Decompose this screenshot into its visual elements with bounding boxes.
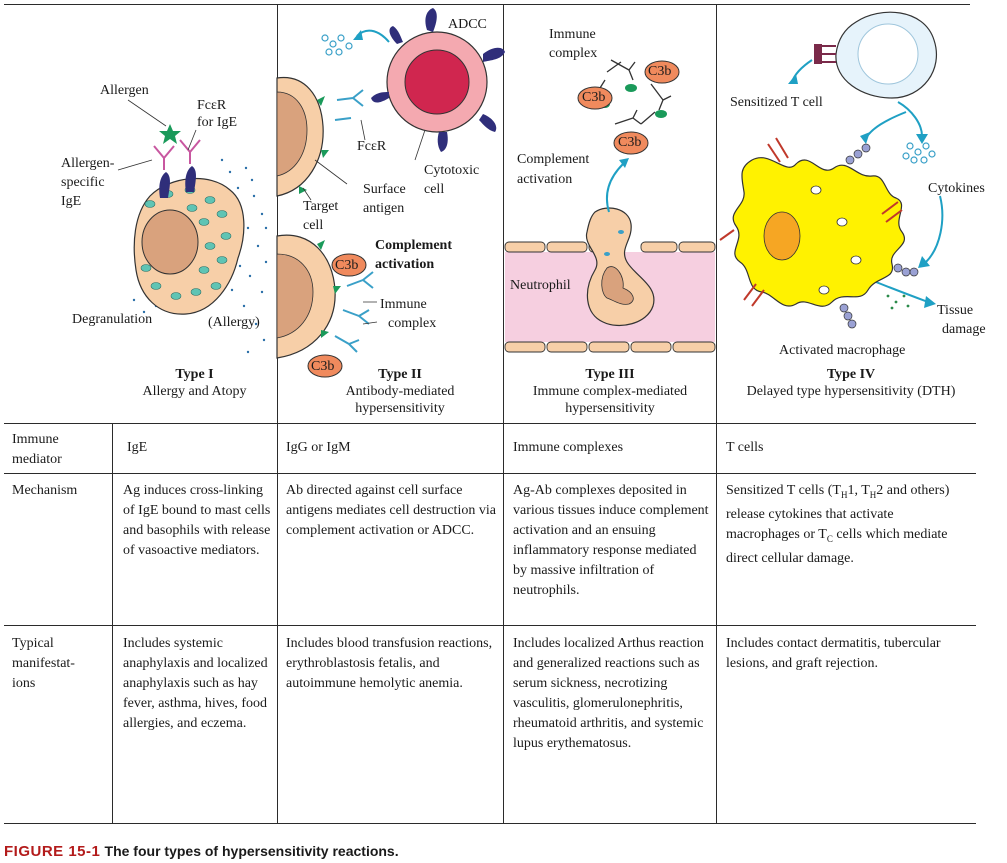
panel-iii-subtitle-2: hypersensitivity (565, 401, 655, 416)
label-surface-1: Surface (363, 182, 406, 197)
cell-mediator-type-iii: Immune complexes (513, 440, 624, 455)
cell-mechanism-type-i: Ag induces cross-linking of IgE bound to… (123, 483, 271, 558)
panel-iii-type: Type III (585, 367, 635, 382)
panel-ii-type: Type II (378, 367, 422, 382)
label-specific-2: specific (61, 175, 105, 190)
label-target-1: Target (303, 199, 339, 214)
label-fcer-2: FcεR (357, 139, 387, 154)
col-divider-3 (716, 4, 717, 824)
cell-manifestations-type-ii: Includes blood transfusion reactions, er… (286, 636, 493, 691)
label-cytotoxic-1: Cytotoxic (424, 163, 480, 178)
row-header-mechanism: Mechanism (12, 483, 78, 498)
mast-cell-illustration (117, 99, 268, 354)
antibody-mediated-illustration (276, 8, 505, 378)
label-immune-1: Immune (380, 297, 427, 312)
row-header-typical-manifestations: Typical manifestat- ions (12, 634, 108, 694)
label-surface-2: antigen (363, 201, 405, 216)
label-target-2: cell (303, 218, 324, 233)
cell-mediator-type-iv: T cells (726, 440, 764, 455)
row-header-manifestat: manifestat- (12, 656, 75, 671)
row-header-typical: Typical (12, 636, 54, 651)
label-specific-3: IgE (61, 194, 82, 209)
label-neutrophil: Neutrophil (510, 278, 571, 293)
bottom-rule (4, 823, 976, 824)
panel-iii-title: Type III Immune complex-mediated hyperse… (504, 366, 716, 417)
panel-ii-subtitle-2: hypersensitivity (355, 401, 445, 416)
immune-complex-illustration (504, 59, 716, 353)
label-cytotoxic-2: cell (424, 182, 445, 197)
label-c3b-iii-2: C3b (582, 90, 606, 105)
col-divider-1 (277, 4, 278, 824)
col-divider-0 (112, 423, 113, 824)
cell-mechanism-type-ii: Ab directed against cell surface antigen… (286, 483, 496, 538)
col-divider-2 (503, 4, 504, 824)
panel-iv-type: Type IV (826, 367, 876, 382)
figure-number: FIGURE 15-1 (4, 843, 101, 860)
label-activated-macrophage: Activated macrophage (779, 343, 906, 358)
label-degranulation: Degranulation (72, 312, 153, 327)
label-immune-complex-1: Immune (549, 27, 596, 42)
figure-caption-text: The four types of hypersensitivity react… (104, 843, 399, 859)
row-header-immune-mediator: Immune mediator (12, 430, 108, 470)
row-rule-2 (4, 473, 976, 474)
cell-manifestations-type-i: Includes systemic anaphylaxis and locali… (123, 636, 268, 731)
dth-illustration (719, 11, 944, 329)
label-damage: damage (942, 322, 986, 337)
cell-manifestations-type-iv: Includes contact dermatitis, tubercular … (726, 636, 941, 671)
label-allergy: (Allergy) (208, 315, 260, 330)
label-c3b-ii-2: C3b (311, 359, 335, 374)
label-complement-iii-2: activation (517, 172, 573, 187)
label-immune-complex-2: complex (549, 46, 598, 61)
row-header-immune: Immune (12, 432, 59, 447)
label-adcc: ADCC (448, 17, 487, 32)
label-complement-activation-2: activation (375, 257, 435, 272)
row-header-mediator: mediator (12, 452, 62, 467)
panel-ii-title: Type II Antibody-mediated hypersensitivi… (300, 366, 500, 417)
panel-iii-subtitle-1: Immune complex-mediated (532, 384, 688, 399)
label-c3b-iii-1: C3b (648, 64, 672, 79)
panel-i-title: Type I Allergy and Atopy (112, 366, 277, 400)
cell-manifestations-type-iii: Includes localized Arthus reaction and g… (513, 636, 704, 751)
label-allergen: Allergen (100, 83, 149, 98)
top-rule (4, 4, 970, 5)
label-cytokines: Cytokines (928, 181, 985, 196)
label-specific-1: Allergen- (61, 156, 115, 171)
cell-mechanism-type-iii: Ag-Ab complexes deposited in various tis… (513, 483, 709, 598)
label-c3b-ii-1: C3b (335, 258, 359, 273)
panel-i-subtitle: Allergy and Atopy (142, 384, 247, 399)
label-for-ige: for IgE (197, 115, 238, 130)
panel-iv-subtitle: Delayed type hypersensitivity (DTH) (746, 384, 956, 399)
label-fcer-1: FcεR (197, 98, 227, 113)
panel-i-type: Type I (175, 367, 214, 382)
cell-mediator-type-i: IgE (127, 440, 148, 455)
row-rule-1 (4, 423, 976, 424)
label-sensitized-t-cell: Sensitized T cell (730, 95, 823, 110)
row-rule-3 (4, 625, 976, 626)
label-c3b-iii-3: C3b (618, 135, 642, 150)
cell-mediator-type-ii: IgG or IgM (286, 440, 351, 455)
panel-iv-title: Type IV Delayed type hypersensitivity (D… (716, 366, 986, 400)
row-header-ions: ions (12, 676, 36, 691)
label-complement-activation-1: Complement (375, 238, 452, 253)
figure-caption: FIGURE 15-1 The four types of hypersensi… (4, 843, 399, 860)
panel-ii-subtitle-1: Antibody-mediated (345, 384, 455, 399)
cell-mechanism-type-iv: Sensitized T cells (TH1, TH2 and others)… (726, 483, 950, 566)
label-tissue: Tissue (937, 303, 974, 318)
label-complement-iii-1: Complement (517, 152, 590, 167)
label-immune-2: complex (388, 316, 437, 331)
